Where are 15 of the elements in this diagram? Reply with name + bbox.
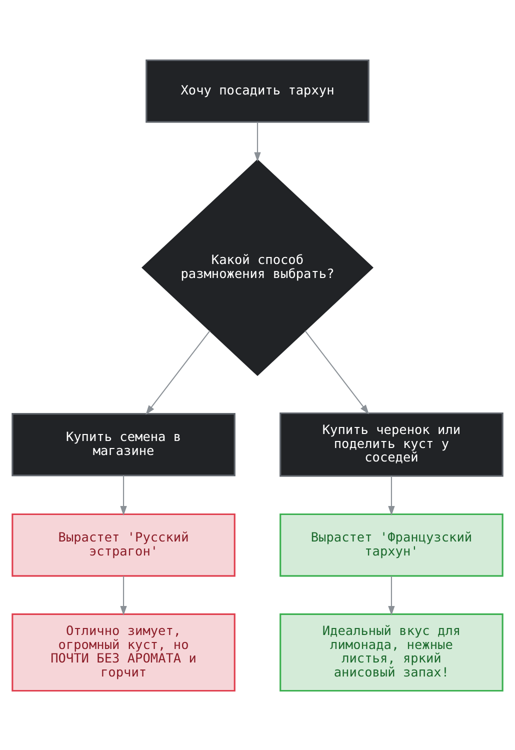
arrow [120,474,127,516]
node-box: Идеальный вкус для лимонада, нежные листья, яркий анисовый запах! [280,612,504,692]
arrow [146,330,210,414]
arrow [120,576,127,616]
node-box: Вырастет 'Русский эстрагон' [12,512,236,576]
arrow [254,122,261,162]
node-box: Купить черенок или поделить куст у соседей [280,412,504,476]
node-diamond: Какой способ размножения выбрать? [142,158,374,376]
node-box: Отлично зимует, огромный куст, но ПОЧТИ БЕЗ АРОМАТА и горчит [12,612,236,692]
arrow [304,330,370,414]
arrow [388,475,395,516]
node-box: Хочу посадить тархун [146,58,370,122]
node-box: Вырастет 'Французский тархун' [280,512,504,576]
arrow [388,576,395,616]
node-box: Купить семена в магазине [12,412,236,476]
